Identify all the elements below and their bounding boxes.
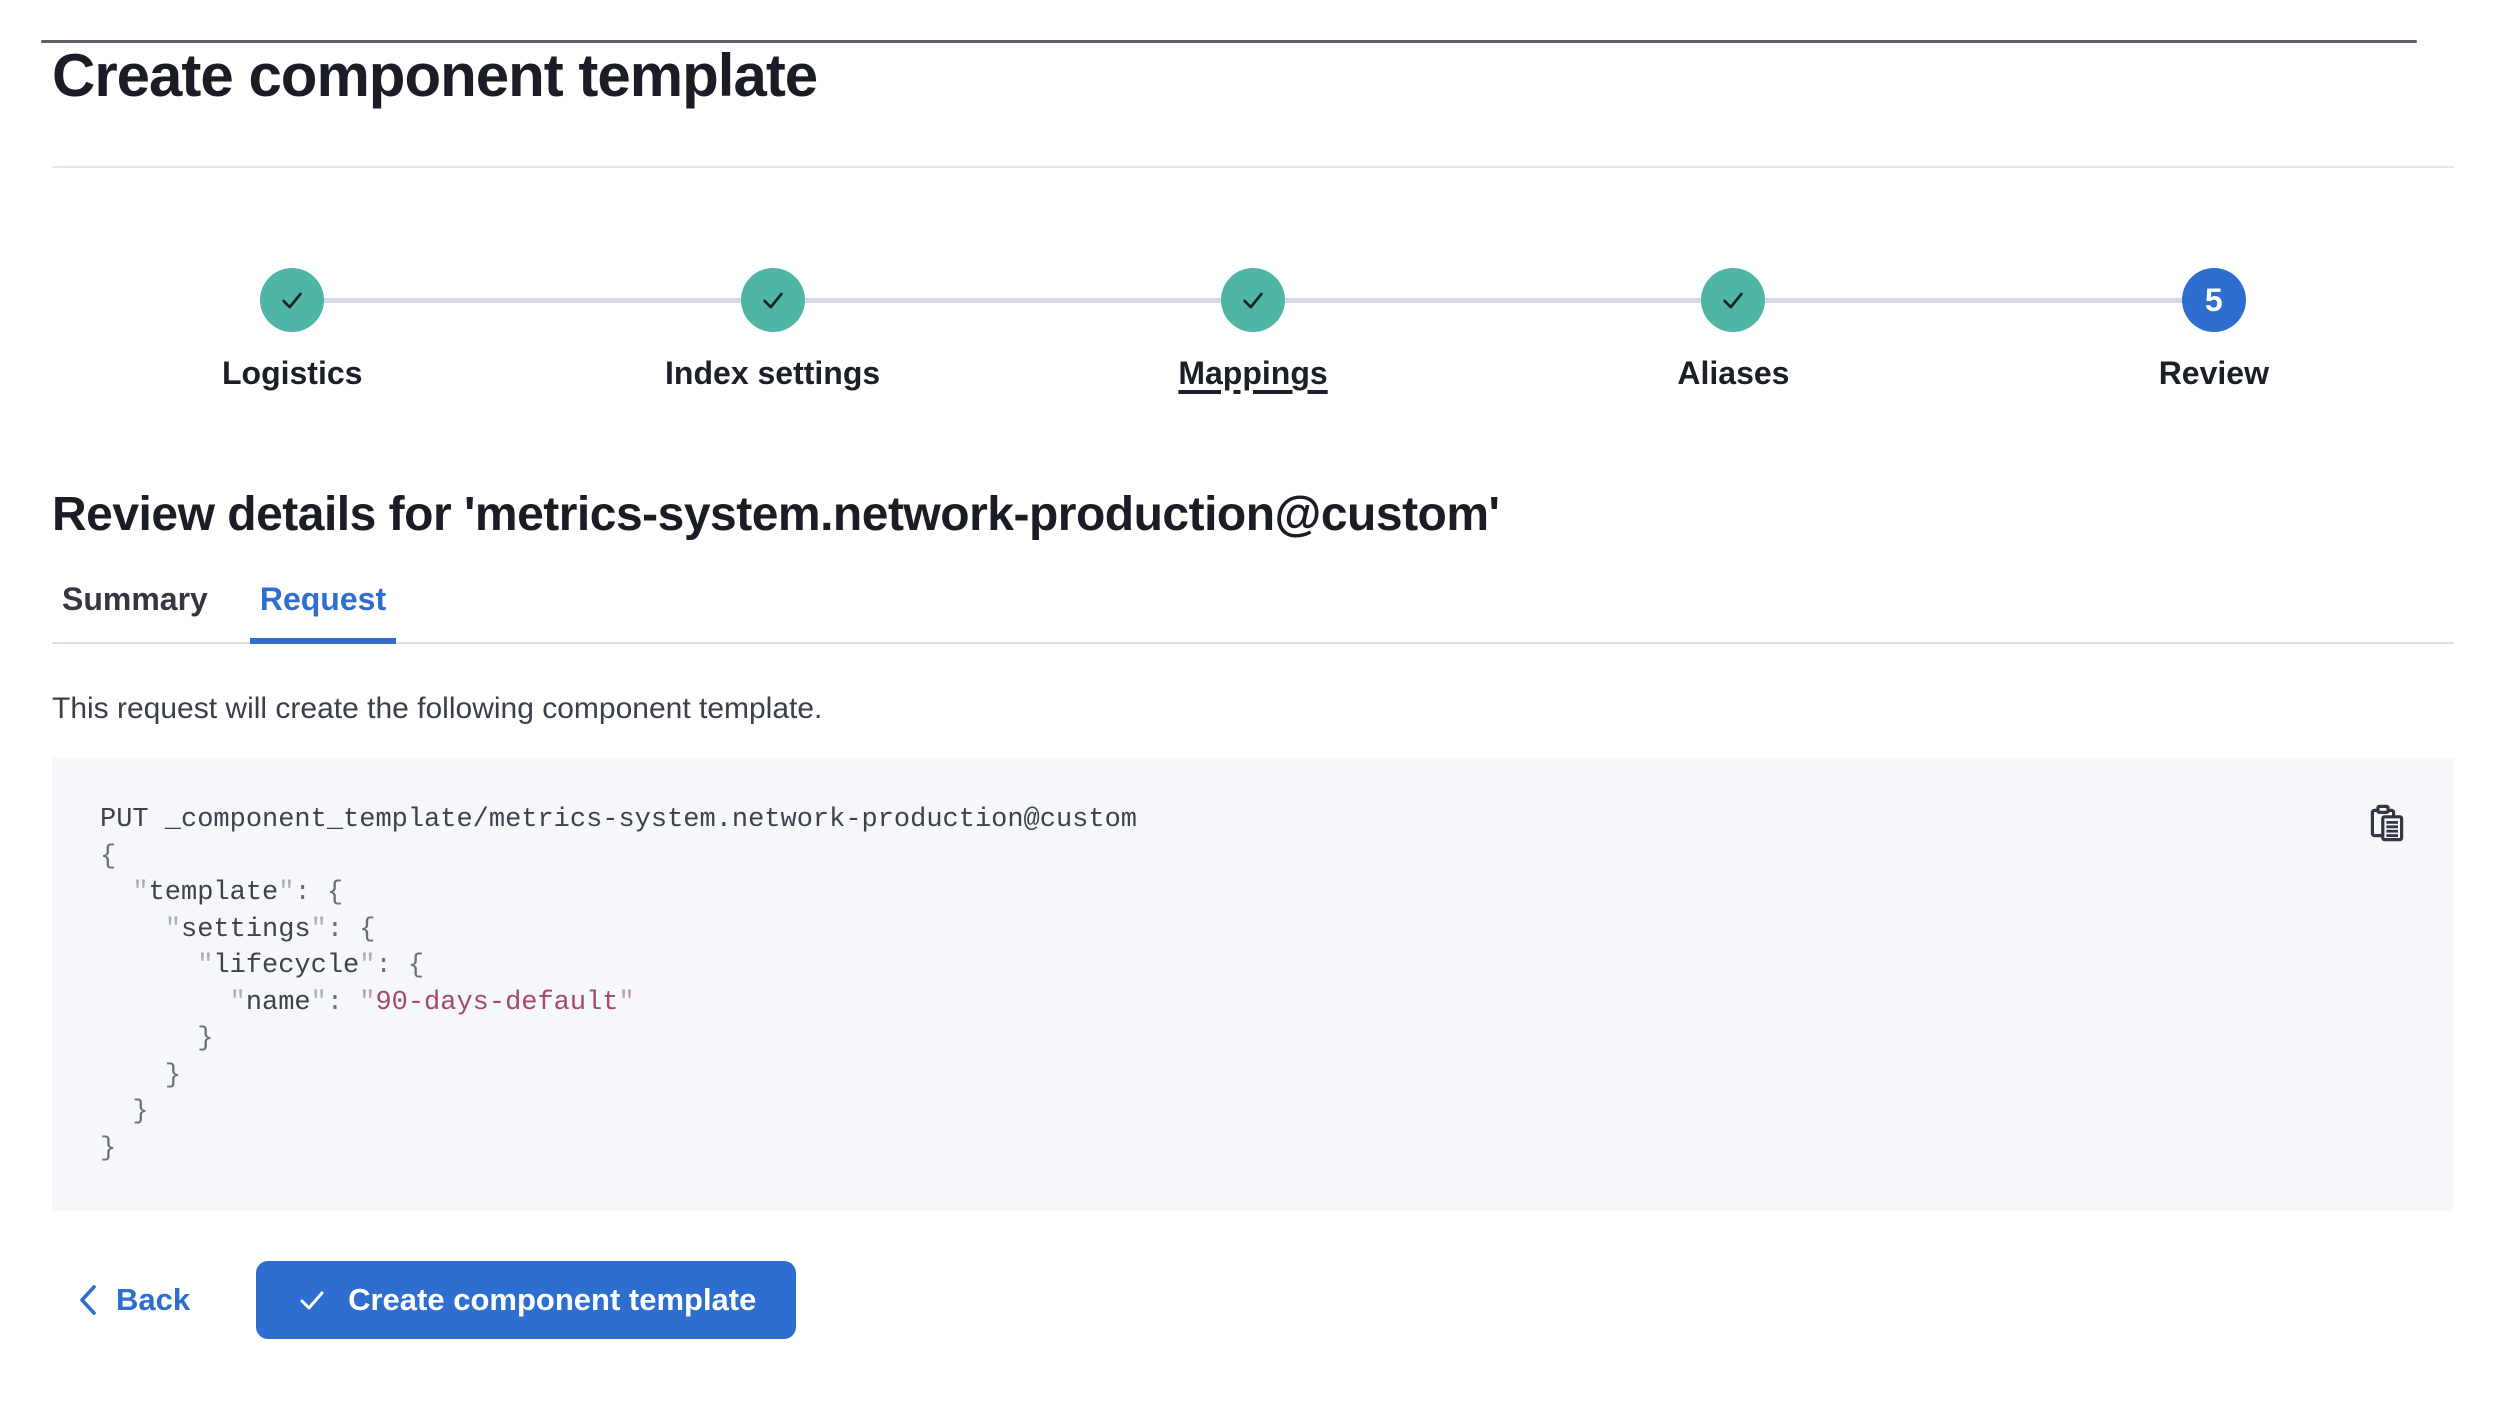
- step-label: Review: [2158, 355, 2269, 391]
- chevron-left-icon: [76, 1283, 100, 1317]
- review-details-heading: Review details for 'metrics-system.netwo…: [52, 488, 1500, 541]
- code-content: PUT _component_template/metrics-system.n…: [100, 805, 1137, 1164]
- step-mappings[interactable]: Mappings: [804, 268, 1493, 391]
- step-complete-check-icon: [260, 268, 325, 332]
- step-complete-check-icon: [740, 268, 805, 332]
- step-label: Aliases: [1677, 355, 1790, 391]
- footer-actions: Back Create component template: [52, 1261, 2454, 1339]
- tab-request[interactable]: Request: [249, 580, 397, 644]
- window-top-edge: [41, 40, 2417, 43]
- step-complete-check-icon: [1221, 268, 1286, 332]
- create-button-label: Create component template: [348, 1282, 757, 1317]
- copy-clipboard-icon[interactable]: [2364, 798, 2410, 848]
- check-icon: [296, 1284, 328, 1316]
- title-divider: [52, 166, 2454, 168]
- back-label: Back: [116, 1282, 191, 1317]
- step-number-badge: 5: [2181, 268, 2246, 332]
- step-label: Mappings: [1178, 355, 1328, 391]
- step-label: Logistics: [221, 355, 363, 391]
- create-component-template-page: Create component template Logistics Index…: [0, 40, 2506, 1339]
- step-logistics[interactable]: Logistics: [52, 268, 532, 390]
- step-aliases[interactable]: Aliases: [1284, 268, 1973, 391]
- summary-request-tabs: Summary Request: [52, 580, 2454, 644]
- back-button[interactable]: Back: [76, 1283, 190, 1317]
- create-component-template-button[interactable]: Create component template: [256, 1261, 797, 1339]
- page-title: Create component template: [52, 42, 818, 109]
- request-description: This request will create the following c…: [52, 692, 823, 725]
- tab-summary[interactable]: Summary: [62, 581, 208, 617]
- step-index-settings[interactable]: Index settings: [324, 268, 1012, 391]
- request-code-block: PUT _component_template/metrics-system.n…: [52, 758, 2454, 1211]
- step-complete-check-icon: [1701, 268, 1766, 332]
- step-number: 5: [2204, 281, 2223, 318]
- step-label: Index settings: [665, 355, 881, 391]
